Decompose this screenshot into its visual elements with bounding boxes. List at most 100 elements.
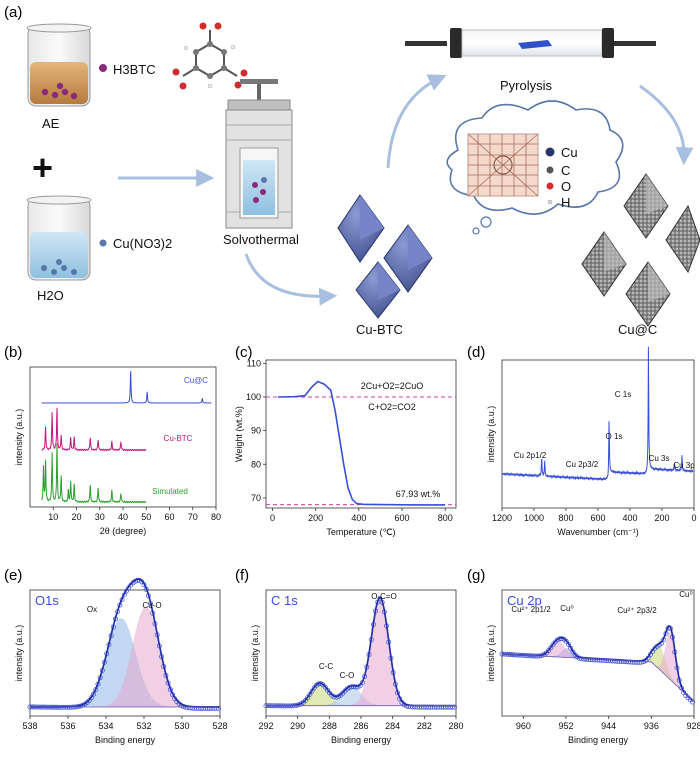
autoclave	[225, 79, 293, 229]
plot-frame	[501, 589, 695, 717]
x-axis-label: Binding energy	[331, 735, 392, 745]
component-fill	[266, 597, 456, 706]
chart-title: Cu 2p	[507, 593, 542, 608]
data-point	[305, 695, 311, 701]
legend-cu: Cu	[561, 145, 578, 160]
x-tick-label: 538	[22, 721, 37, 731]
annotation-residue: 67.93 wt.%	[396, 489, 441, 499]
baseline-line	[501, 653, 694, 702]
y-axis-label: intensity (a.u.)	[250, 625, 260, 682]
x-axis-label: Wavenumber (cm⁻¹)	[557, 527, 638, 537]
atom-o-icon	[546, 182, 554, 190]
x-tick-label: 80	[211, 512, 221, 522]
panel-a: (a) H3BTC	[4, 4, 700, 337]
x-axis-label: Binding energy	[568, 735, 629, 745]
x-tick-label: 532	[136, 721, 151, 731]
x-tick-label: 800	[558, 513, 573, 523]
pyrolysis-label: Pyrolysis	[500, 78, 553, 93]
y-axis-label: intensity (a.u.)	[486, 406, 496, 463]
cu-nitrate-label: Cu(NO3)2	[113, 236, 172, 251]
x-tick-label: 400	[622, 513, 637, 523]
x-tick-label: 290	[290, 721, 305, 731]
x-tick-label: 60	[164, 512, 174, 522]
x-tick-label: 0	[270, 513, 275, 523]
arrow-to-cubtc	[244, 253, 338, 306]
y-tick-label: 90	[251, 426, 261, 436]
x-axis-label: Binding energy	[95, 735, 156, 745]
tga-curve	[277, 380, 446, 506]
component-label: O-C=O	[371, 592, 397, 601]
panel-label-a: (a)	[4, 4, 22, 21]
y-tick-label: 110	[247, 358, 261, 368]
x-tick-label: 288	[322, 721, 337, 731]
y-axis-label: intensity (a.u.)	[14, 409, 24, 466]
x-tick-label: 280	[448, 721, 463, 731]
beaker-ae	[26, 23, 92, 107]
x-tick-label: 286	[353, 721, 368, 731]
x-tick-label: 944	[601, 721, 616, 731]
x-tick-label: 936	[644, 721, 659, 731]
peak-label: O 1s	[606, 432, 623, 441]
x-tick-label: 800	[438, 513, 453, 523]
component-label: C-C	[319, 662, 333, 671]
h3btc-label: H3BTC	[113, 62, 156, 77]
x-tick-label: 70	[188, 512, 198, 522]
beaker-water	[26, 195, 92, 281]
x-tick-label: 960	[516, 721, 531, 731]
component-label: Ox	[87, 605, 97, 614]
x-tick-label: 400	[351, 513, 366, 523]
legend-h: H	[561, 195, 570, 210]
y-tick-label: 70	[251, 493, 261, 503]
component-label: Cu⁰	[679, 590, 692, 599]
annotation-reaction-2: C+O2=CO2	[368, 402, 416, 412]
x-tick-label: 530	[174, 721, 189, 731]
panel-label-f: (f)	[235, 567, 249, 584]
legend-c: C	[561, 163, 570, 178]
x-tick-label: 1200	[492, 513, 512, 523]
h2o-label: H2O	[37, 288, 64, 303]
panel-label-c: (c)	[235, 344, 253, 361]
atom-cu-icon	[545, 147, 555, 157]
structure-cloud: Cu C O H	[446, 100, 624, 235]
data-point	[353, 684, 359, 690]
x-tick-label: 928	[686, 721, 700, 731]
envelope-line	[266, 596, 456, 707]
x-tick-label: 0	[691, 513, 696, 523]
panel-label-b: (b)	[4, 344, 22, 361]
data-point	[309, 688, 315, 694]
chart-title: O1s	[35, 593, 59, 608]
h3btc-dot	[99, 64, 107, 72]
xrd-line-Cu@C	[41, 370, 212, 404]
peak-label: Cu 3p	[673, 461, 695, 470]
ae-label: AE	[42, 116, 60, 131]
x-axis-label: 2θ (degree)	[100, 526, 147, 536]
legend-o: O	[561, 179, 571, 194]
series-label: Simulated	[152, 487, 188, 496]
x-tick-label: 952	[558, 721, 573, 731]
plot-frame	[29, 589, 221, 717]
x-tick-label: 40	[118, 512, 128, 522]
series-label: Cu-BTC	[164, 434, 193, 443]
x-tick-label: 284	[385, 721, 400, 731]
xrd-line-Simulated	[41, 443, 147, 504]
y-axis-label: Weight (wt.%)	[234, 406, 244, 462]
series-label: Cu@C	[184, 376, 208, 385]
x-tick-label: 1000	[524, 513, 544, 523]
chart-title: C 1s	[271, 593, 298, 608]
cuc-label: Cu@C	[618, 322, 657, 337]
plot-frame	[501, 359, 695, 509]
panel-label-g: (g)	[467, 567, 485, 584]
panel-label-d: (d)	[467, 344, 485, 361]
x-tick-label: 600	[590, 513, 605, 523]
annotation-reaction-1: 2Cu+O2=2CuO	[361, 381, 424, 391]
x-tick-label: 292	[258, 721, 273, 731]
cubtc-crystals	[337, 194, 433, 319]
x-tick-label: 534	[98, 721, 113, 731]
data-point	[333, 694, 339, 700]
